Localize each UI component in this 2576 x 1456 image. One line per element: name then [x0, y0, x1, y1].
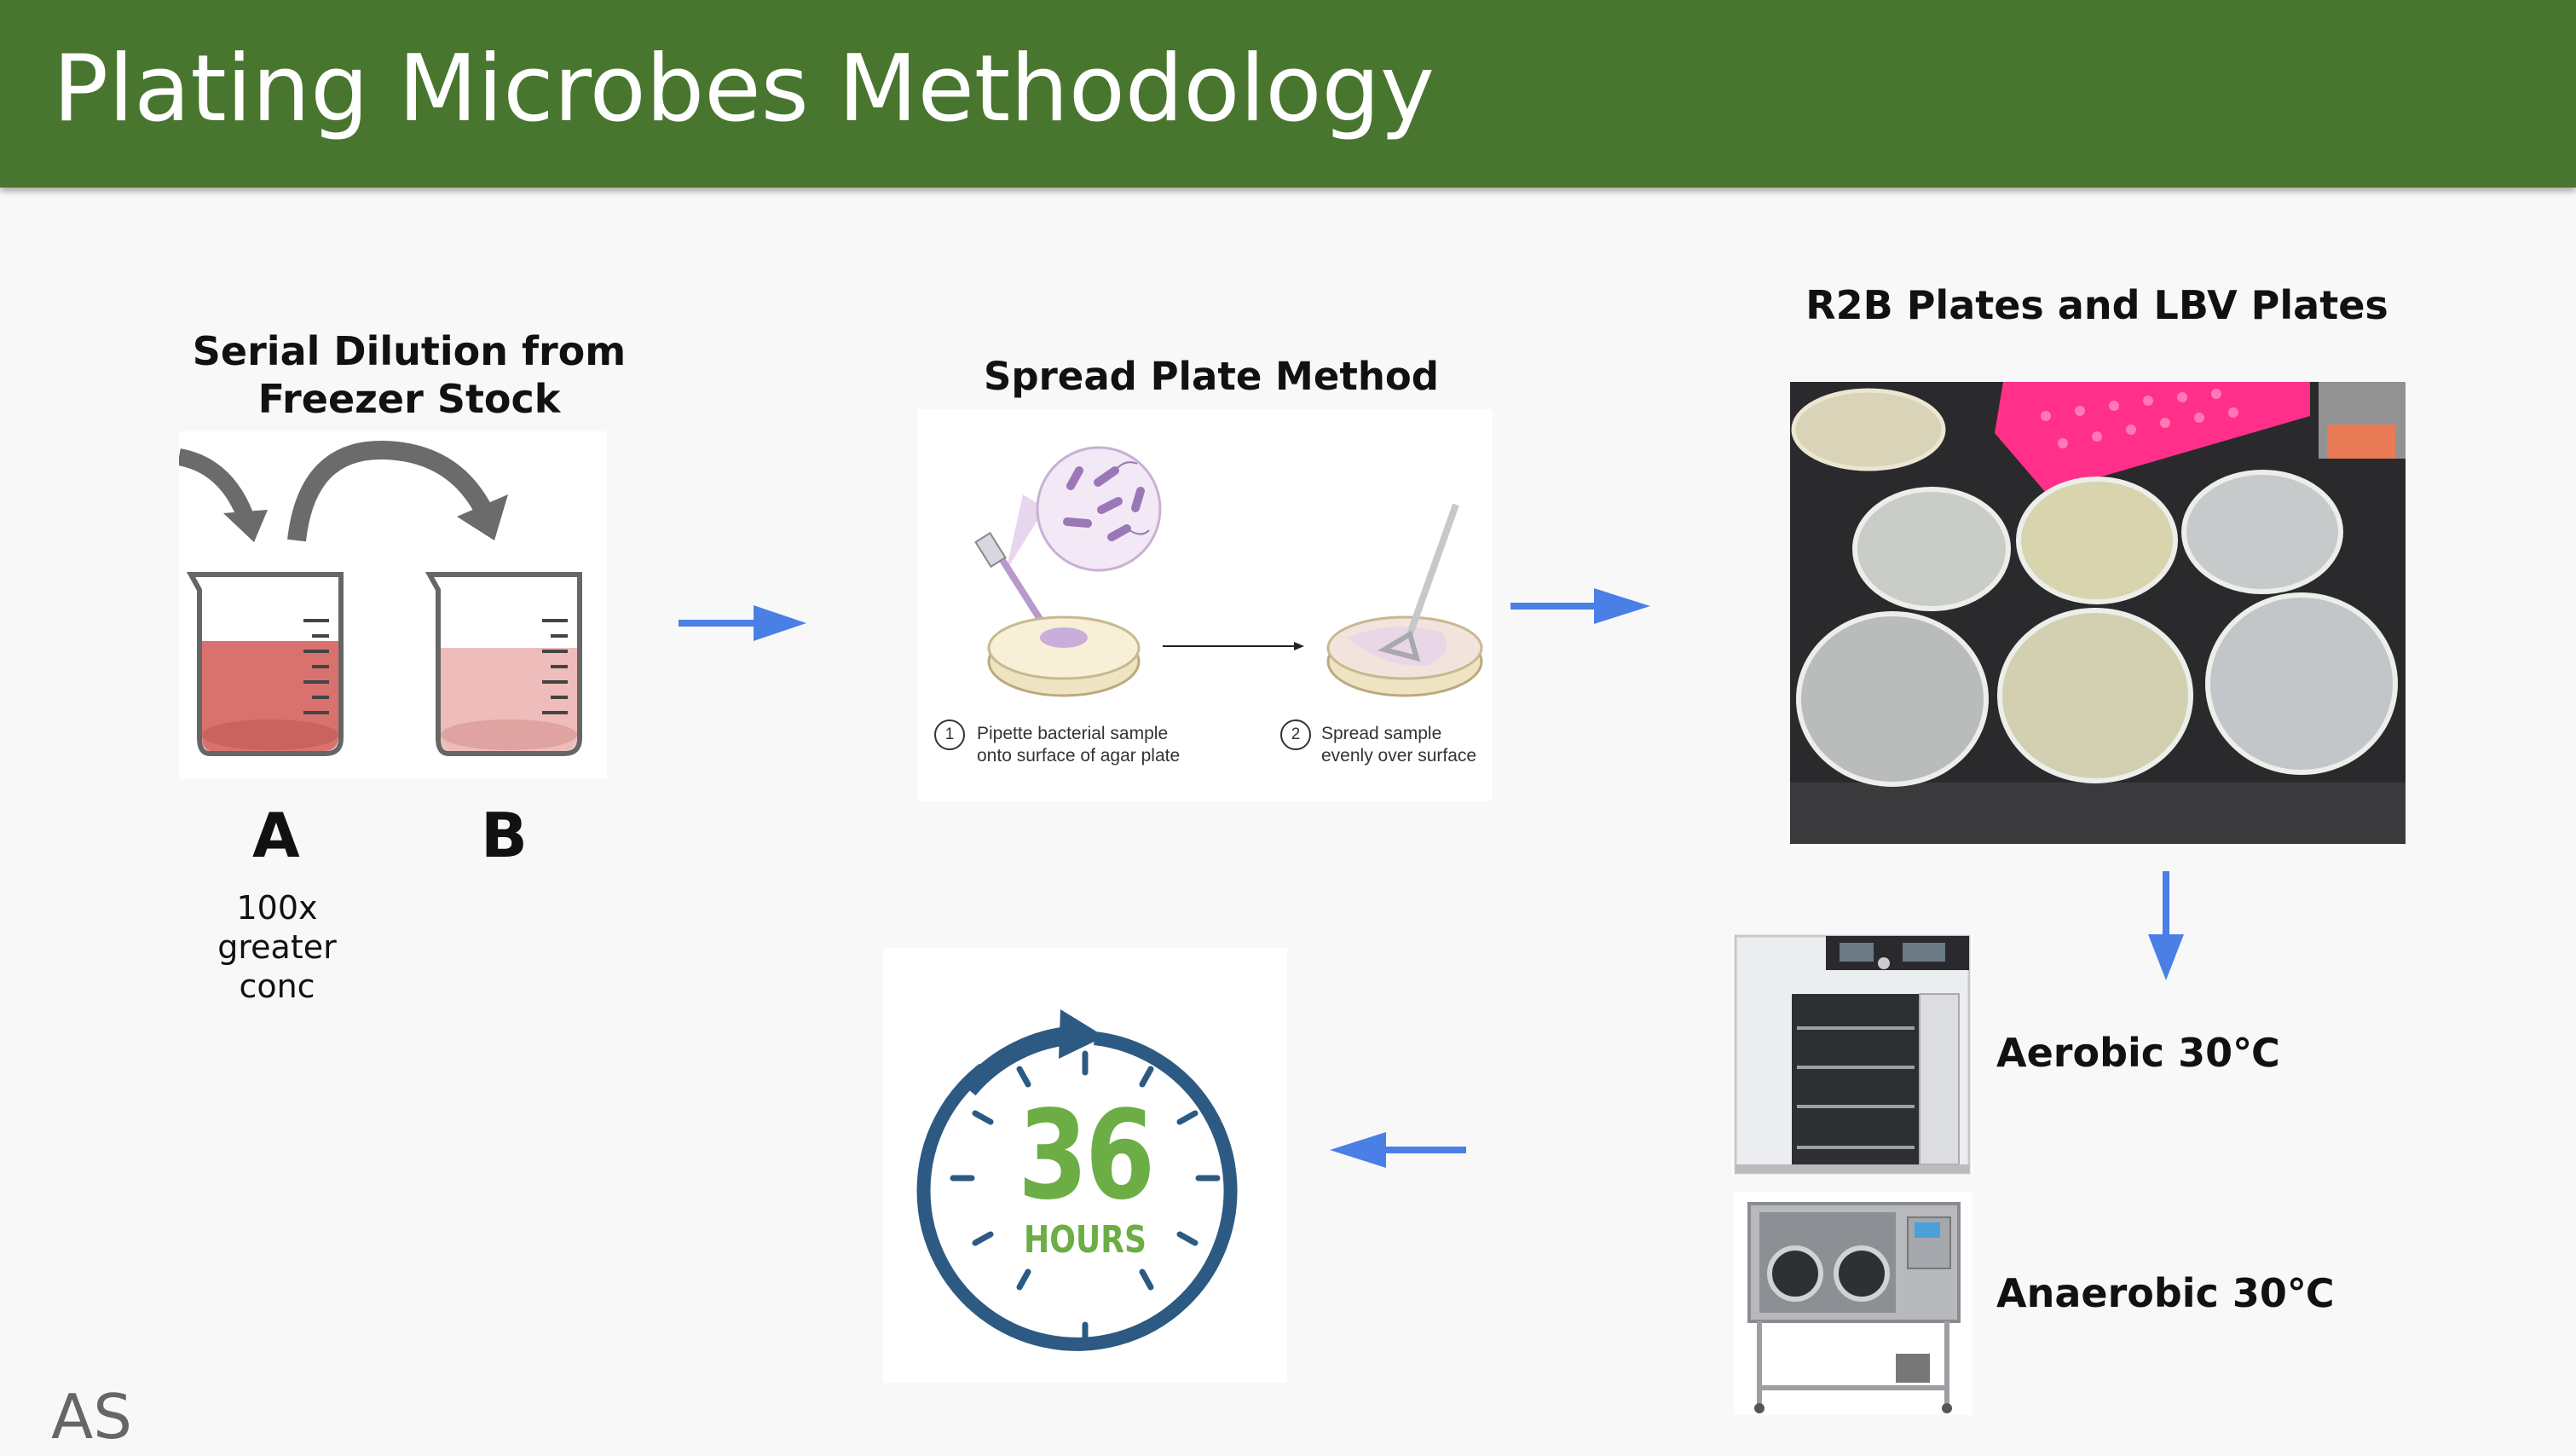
serial-dilution-title-line2: Freezer Stock	[257, 376, 561, 422]
agar-plate-1-icon	[987, 615, 1141, 697]
aerobic-incubator-photo	[1732, 934, 1972, 1175]
serial-dilution-title-line1: Serial Dilution from	[192, 328, 627, 374]
anaerobic-chamber-photo	[1734, 1192, 1972, 1415]
step-1-label: Pipette bacterial sample onto surface of…	[977, 723, 1180, 767]
agar-plate-2-icon	[1326, 615, 1483, 697]
pink-tube-rack-icon	[1995, 382, 2310, 493]
concentration-note-line3: conc	[239, 968, 315, 1005]
spread-plate-image	[917, 409, 1492, 801]
arrow-left-icon	[1330, 1132, 1466, 1168]
arrow-right-2-icon	[1510, 588, 1650, 624]
stacked-plates-icon	[1791, 388, 1946, 471]
timer-card: 36 HOURS	[883, 948, 1287, 1383]
concentration-note-line1: 100x	[236, 889, 318, 927]
petri-dish-row-2-icon	[1796, 592, 2398, 787]
step-2-label-line2: evenly over surface	[1321, 746, 1477, 766]
step-1-badge: 1	[934, 719, 965, 750]
bacteria-magnified-icon	[1006, 446, 1162, 572]
serial-dilution-image	[176, 431, 607, 779]
step-2-label: Spread sample evenly over surface	[1321, 723, 1476, 767]
arrow-down-icon	[2148, 871, 2184, 980]
timer-clock-icon	[916, 1009, 1238, 1351]
pour-arrow-icon	[176, 448, 268, 542]
anaerobic-label: Anaerobic 30℃	[1996, 1270, 2335, 1316]
concentration-note: 100x greater conc	[192, 888, 362, 1006]
spread-plate-title: Spread Plate Method	[983, 354, 1440, 399]
author-initials: AS	[51, 1381, 132, 1453]
step-2-label-line1: Spread sample	[1321, 724, 1442, 743]
incubator-icon	[1734, 934, 1971, 1175]
serial-dilution-title: Serial Dilution from Freezer Stock	[153, 327, 665, 423]
spreader-icon	[1378, 503, 1459, 662]
beaker-b-label: B	[481, 800, 528, 871]
plates-photo	[1790, 382, 2406, 844]
spread-plate-illustration	[974, 446, 1483, 697]
timer-unit: HOURS	[1024, 1218, 1146, 1262]
aerobic-label: Aerobic 30℃	[1996, 1030, 2280, 1076]
beaker-a-icon	[186, 572, 344, 756]
timer-number: 36	[1018, 1083, 1155, 1227]
step-1-label-line2: onto surface of agar plate	[977, 746, 1181, 766]
transfer-arrow-icon	[287, 440, 508, 542]
petri-dishes-photo	[1790, 382, 2406, 844]
beakers-illustration	[176, 440, 582, 756]
beaker-a-label: A	[252, 800, 300, 871]
petri-dish-row-1-icon	[1852, 470, 2343, 611]
beaker-b-icon	[425, 572, 582, 756]
arrow-right-1-icon	[679, 605, 806, 641]
step-2-badge: 2	[1280, 719, 1311, 750]
anaerobic-chamber-icon	[1747, 1202, 1961, 1413]
step-1-label-line1: Pipette bacterial sample	[977, 724, 1169, 743]
step-arrow-icon	[1163, 642, 1304, 650]
plates-title: R2B Plates and LBV Plates	[1805, 282, 2388, 328]
concentration-note-line2: greater	[217, 928, 337, 966]
header-bar: Plating Microbes Methodology	[0, 0, 2576, 188]
slide-title: Plating Microbes Methodology	[53, 36, 1435, 142]
sample-jar-icon	[2319, 382, 2406, 459]
